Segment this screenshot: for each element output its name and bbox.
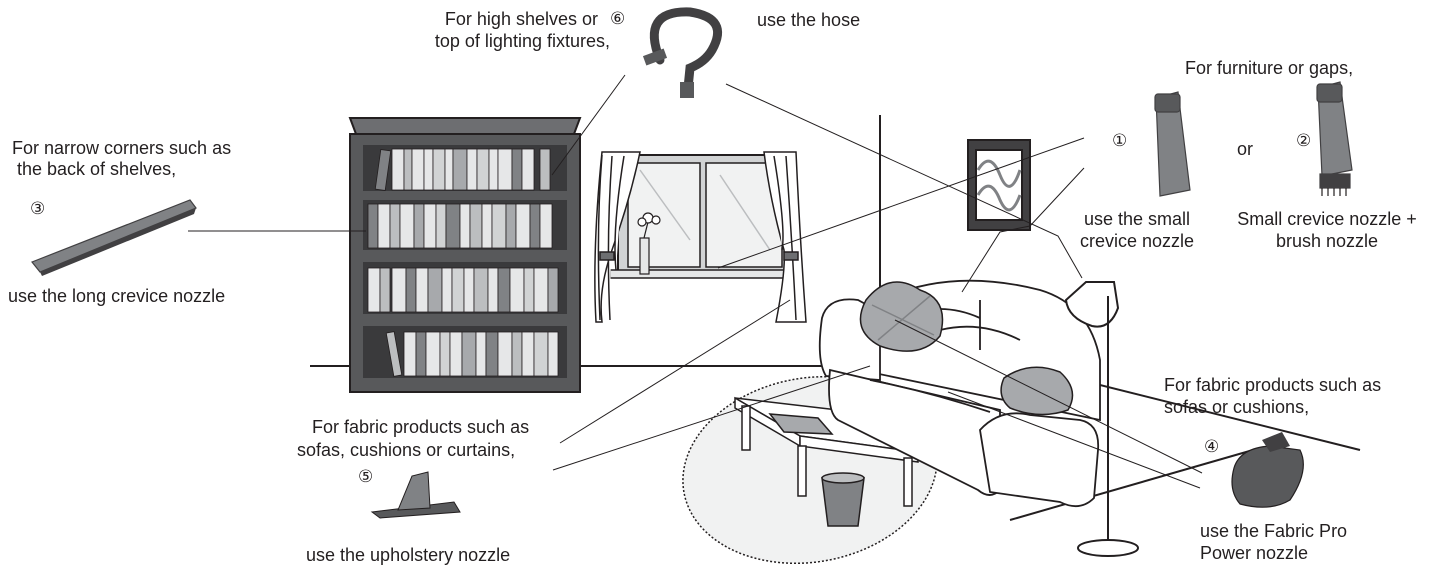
- brush-nozzle-line-2: brush nozzle: [1218, 230, 1436, 252]
- brush-nozzle-number: ②: [1296, 131, 1311, 151]
- small-crevice-brush-nozzle-icon: [1317, 82, 1352, 196]
- upholstery-number: ⑤: [358, 467, 373, 487]
- upholstery-lead-line-2: sofas, cushions or curtains,: [297, 439, 515, 461]
- hose-lead-line-1: For high shelves or: [340, 8, 598, 30]
- small-crevice-number: ①: [1112, 131, 1127, 151]
- long-crevice-lead-line-1: For narrow corners such as: [12, 137, 231, 159]
- long-crevice-instruction: use the long crevice nozzle: [8, 285, 225, 307]
- fabric-pro-lead-line-2: sofas or cushions,: [1164, 396, 1309, 418]
- small-crevice-line-1: use the small: [1052, 208, 1222, 230]
- upholstery-lead-line-1: For fabric products such as: [312, 416, 529, 438]
- fabric-pro-instruction-line-2: Power nozzle: [1200, 542, 1308, 564]
- long-crevice-number: ③: [30, 199, 45, 219]
- fabric-pro-lead-line-1: For fabric products such as: [1164, 374, 1381, 396]
- hose-instruction: use the hose: [757, 9, 860, 31]
- hose-number: ⑥: [610, 9, 625, 29]
- small-crevice-nozzle-icon: [1155, 92, 1190, 196]
- furniture-gaps-lead: For furniture or gaps,: [1185, 57, 1353, 79]
- long-crevice-lead-line-2: the back of shelves,: [12, 158, 176, 180]
- wall-picture: [968, 140, 1030, 230]
- or-label: or: [1237, 138, 1253, 160]
- upholstery-nozzle-icon: [372, 472, 460, 518]
- bookshelf: [350, 118, 580, 392]
- fabric-pro-power-nozzle-icon: [1232, 432, 1303, 507]
- fabric-pro-instruction-line-1: use the Fabric Pro: [1200, 520, 1347, 542]
- upholstery-instruction: use the upholstery nozzle: [306, 544, 510, 566]
- small-crevice-line-2: crevice nozzle: [1052, 230, 1222, 252]
- trash-bin: [822, 473, 864, 526]
- long-crevice-nozzle-icon: [32, 200, 196, 276]
- brush-nozzle-line-1: Small crevice nozzle +: [1218, 208, 1436, 230]
- hose-icon: [643, 12, 718, 98]
- hose-lead-line-2: top of lighting fixtures,: [340, 30, 610, 52]
- fabric-pro-number: ④: [1204, 437, 1219, 457]
